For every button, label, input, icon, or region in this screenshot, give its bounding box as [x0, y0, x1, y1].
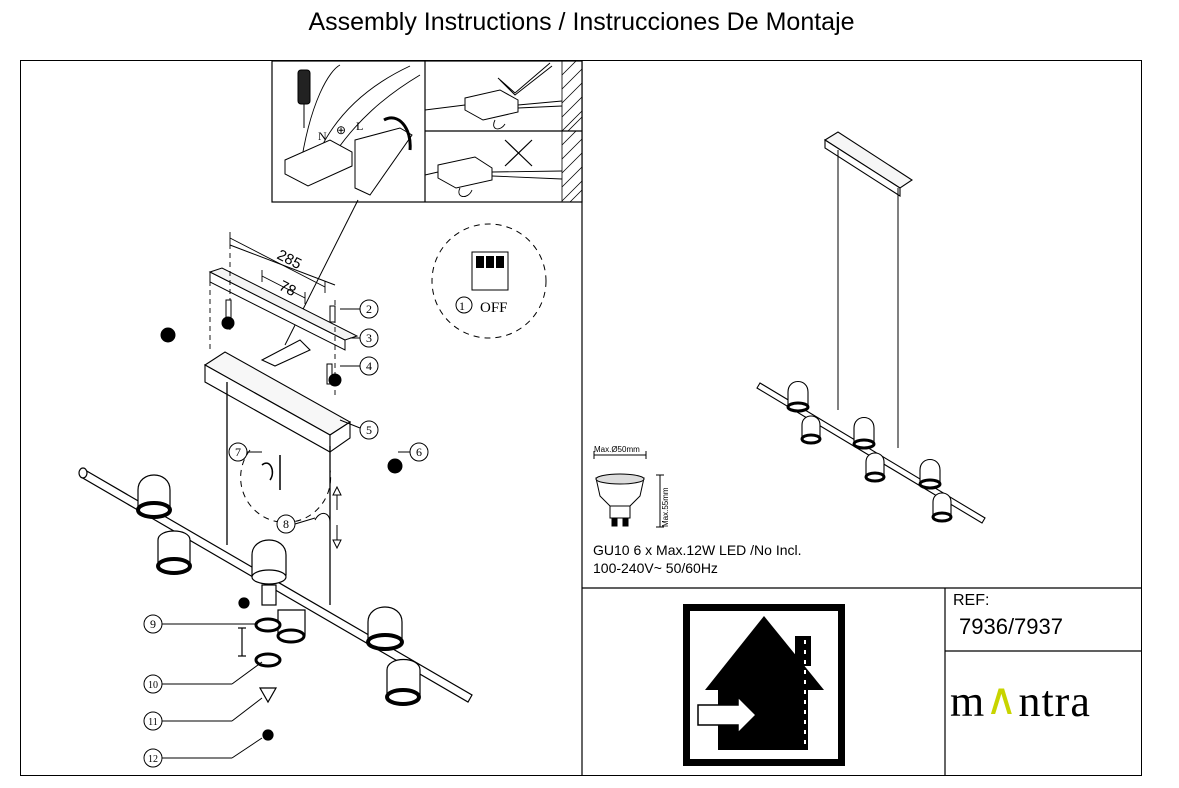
callout-3: 3 [366, 331, 372, 345]
callout-2: 2 [366, 302, 372, 316]
step-7-detail [240, 449, 332, 523]
callout-markers [143, 299, 429, 768]
callout-4: 4 [366, 359, 372, 373]
indoor-use-icon [683, 604, 845, 766]
callout-8: 8 [283, 517, 289, 531]
callout-numbers: 2 3 4 5 6 7 8 9 10 11 12 [148, 302, 422, 765]
callout-11: 11 [148, 717, 158, 728]
svg-text:N: N [318, 129, 327, 143]
svg-text:L: L [356, 119, 363, 133]
svg-text:⊕: ⊕ [336, 123, 346, 137]
spec-voltage-line: 100-240V~ 50/60Hz [593, 560, 718, 576]
callout-6: 6 [416, 445, 422, 459]
callout-12: 12 [148, 754, 158, 765]
bulb-diagram [593, 451, 664, 528]
suspension-cables [226, 382, 331, 605]
brand-part-2: ntra [1018, 677, 1091, 726]
power-step-number: 1 [459, 299, 465, 313]
dimension-lines [209, 232, 336, 395]
reference-label: REF: [953, 592, 990, 609]
assembled-pendant [756, 131, 986, 524]
callout-10: 10 [148, 680, 158, 691]
spotlights [136, 474, 421, 706]
wiring-detail: N ⊕ L [271, 60, 583, 203]
dimension-78: 78 [276, 277, 299, 300]
dimension-285: 285 [274, 246, 304, 273]
brand-part-1: m [950, 677, 986, 726]
circuit-breaker: 1 OFF [431, 223, 547, 339]
canopy [203, 339, 352, 454]
callout-9: 9 [150, 617, 156, 631]
bulb-height-label: Max.55mm [661, 487, 670, 527]
step-8-detail [314, 485, 342, 550]
callout-7: 7 [235, 445, 241, 459]
power-off-label: OFF [480, 300, 508, 316]
exploded-parts [238, 584, 282, 741]
brand-logo: m∧ntra [950, 675, 1091, 727]
reference-value: 7936/7937 [959, 614, 1063, 639]
bulb-diameter-label: Max.Ø50mm [594, 445, 640, 454]
screws [160, 299, 403, 474]
callout-5: 5 [366, 423, 372, 437]
spec-bulb-line: GU10 6 x Max.12W LED /No Incl. [593, 542, 802, 558]
brand-accent: ∧ [985, 675, 1019, 724]
page-title: Assembly Instructions / Instrucciones De… [308, 8, 855, 36]
